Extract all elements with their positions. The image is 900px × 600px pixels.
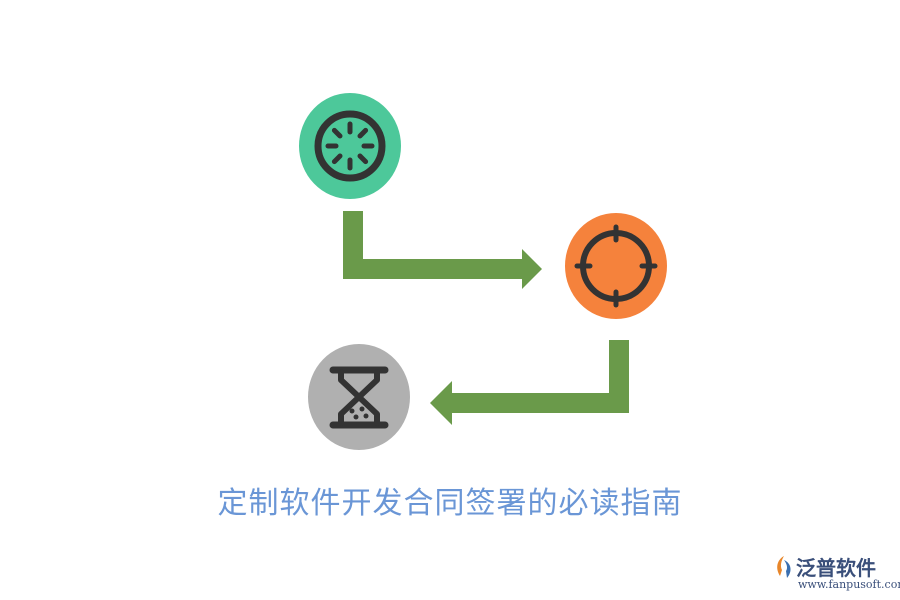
brand-logo-icon (777, 556, 791, 578)
brand-url: www.fanpusoft.com (798, 578, 900, 591)
loading-icon (314, 110, 386, 182)
brand-name: 泛普软件 (796, 556, 876, 580)
green-circle (299, 93, 401, 199)
diagram-caption: 定制软件开发合同签署的必读指南 (217, 486, 683, 521)
hourglass-node (308, 344, 410, 450)
orange-circle (565, 213, 667, 319)
brand-watermark: 泛普软件 www.fanpusoft.com (772, 552, 900, 596)
arrow-to-target (343, 211, 542, 289)
arrow-to-hourglass (430, 340, 629, 425)
hourglass-icon (329, 366, 389, 429)
target-node (565, 213, 667, 319)
crosshair-icon (574, 224, 658, 308)
loading-node (299, 93, 401, 199)
